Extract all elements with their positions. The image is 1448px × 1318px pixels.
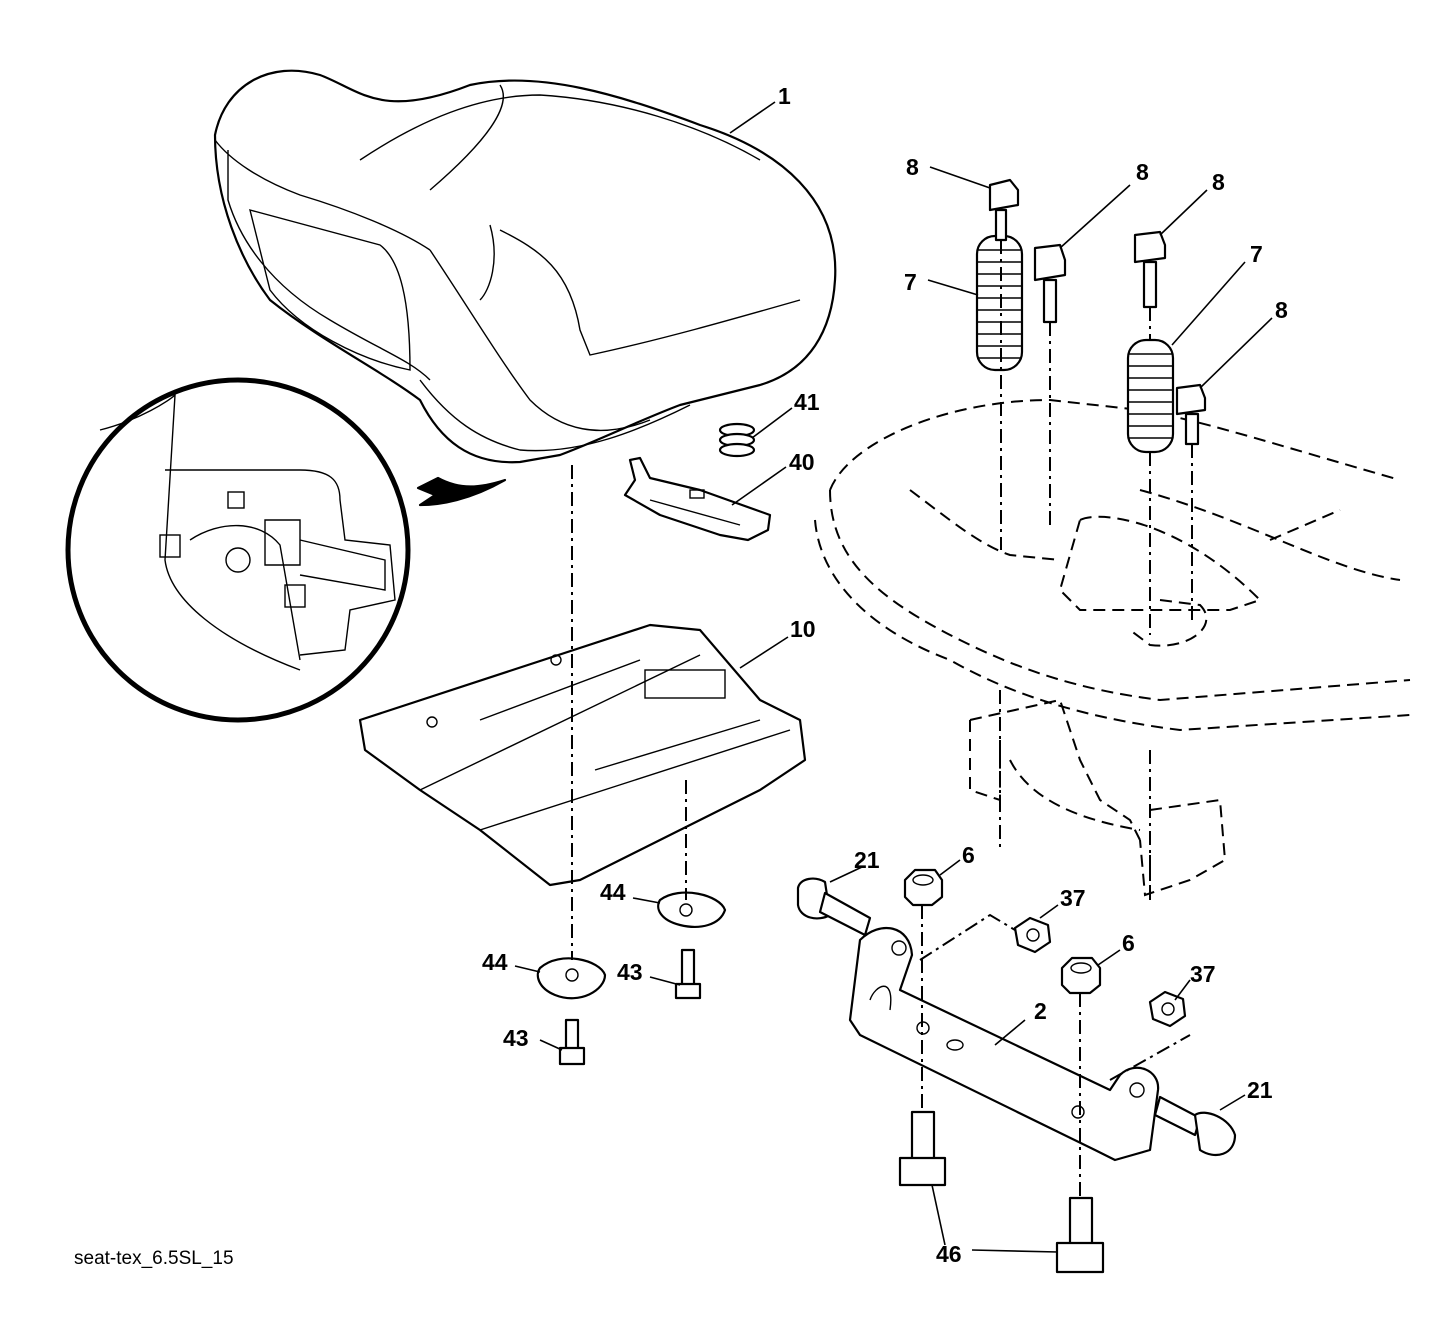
bolt-part-46-b: [1055, 1196, 1105, 1274]
bolt-part-8-c: [1133, 230, 1167, 309]
nut-part-6-a: [903, 868, 944, 907]
callout-7: 7: [904, 269, 917, 295]
seat-part-1: [213, 69, 837, 464]
fender-outline: [814, 398, 1411, 732]
seat-pan-part-10: [358, 623, 807, 887]
spring-part-41: [718, 422, 756, 458]
callout-37: 37: [1060, 885, 1086, 911]
callout-46: 46: [936, 1241, 962, 1267]
frame-bracket-outline: [969, 698, 1227, 900]
washer-part-44-a: [536, 957, 607, 1000]
spring-part-7-b: [1126, 338, 1175, 454]
detail-magnifier: [65, 377, 507, 723]
bolt-part-43-b: [674, 948, 702, 1000]
callout-8: 8: [1212, 169, 1225, 195]
callout-43: 43: [617, 959, 643, 985]
callout-6: 6: [1122, 930, 1135, 956]
nut-part-6-b: [1060, 956, 1102, 995]
bolt-part-43-a: [558, 1018, 586, 1066]
bolt-part-21-b: [1153, 1095, 1237, 1157]
bolt-part-46-a: [898, 1110, 947, 1187]
spring-part-7-a: [975, 234, 1024, 372]
callout-labels: 1 8 8 8 8 7 7 41 40 10 21 6 37 44 44 43 …: [482, 83, 1288, 1267]
bolt-part-8-d: [1175, 383, 1207, 446]
callout-37: 37: [1190, 961, 1216, 987]
callout-40: 40: [789, 449, 815, 475]
bolt-part-8-b: [1033, 243, 1067, 324]
callout-44: 44: [482, 949, 508, 975]
callout-10: 10: [790, 616, 816, 642]
callout-1: 1: [778, 83, 791, 109]
callout-41: 41: [794, 389, 820, 415]
mount-bracket-part-2: [848, 926, 1160, 1162]
callout-8: 8: [906, 154, 919, 180]
bolt-part-21-a: [796, 877, 872, 937]
washer-part-44-b: [657, 891, 727, 928]
assembly-centerlines: [571, 240, 1193, 1198]
nut-part-37-a: [1013, 916, 1052, 954]
callout-2: 2: [1034, 998, 1047, 1024]
seat-latch-part-40: [623, 456, 772, 542]
callout-8: 8: [1275, 297, 1288, 323]
callout-44: 44: [600, 879, 626, 905]
leader-lines: [514, 101, 1273, 1253]
diagram-caption: seat-tex_6.5SL_15: [74, 1248, 234, 1269]
nut-part-37-b: [1148, 990, 1187, 1028]
callout-21: 21: [854, 847, 880, 873]
callout-8: 8: [1136, 159, 1149, 185]
callout-7: 7: [1250, 241, 1263, 267]
callout-43: 43: [503, 1025, 529, 1051]
bolt-part-8-a: [988, 178, 1020, 242]
callout-6: 6: [962, 842, 975, 868]
callout-21: 21: [1247, 1077, 1273, 1103]
